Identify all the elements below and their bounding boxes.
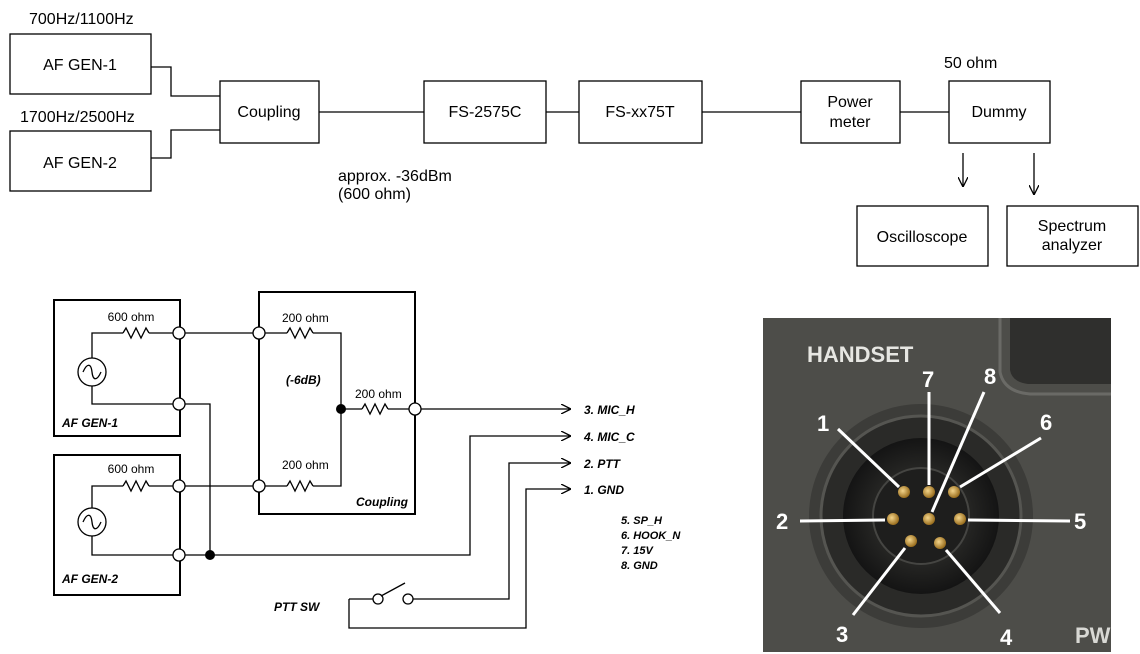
handset-connector-photo: HANDSET PW 1 2 3 4 5 6 7 8	[763, 318, 1111, 652]
pin-number-2: 2	[776, 509, 788, 534]
pin-4	[934, 537, 946, 549]
handset-label: HANDSET	[807, 342, 914, 367]
pin-7	[923, 486, 935, 498]
pin-number-1: 1	[817, 411, 829, 436]
wire-gen1-cold	[185, 404, 210, 555]
spectrum-analyzer-block	[1007, 206, 1138, 266]
ptt-switch-contact-2	[403, 594, 413, 604]
pin-note-5: 5. SP_H	[621, 515, 663, 527]
pin-1	[898, 486, 910, 498]
af-gen-1-label: AF GEN-1	[43, 57, 117, 74]
dummy-label: Dummy	[971, 104, 1026, 121]
pin-number-5: 5	[1074, 509, 1086, 534]
pin-number-7: 7	[922, 367, 934, 392]
attenuation-label: (-6dB)	[286, 373, 321, 387]
pin-note-7: 7. 15V	[621, 545, 654, 557]
wire-gen1-coupling	[151, 67, 220, 96]
pin-number-4: 4	[1000, 625, 1013, 650]
gen2-frequency: 1700Hz/2500Hz	[20, 109, 135, 126]
coupling-out-resistor-label: 200 ohm	[355, 387, 402, 401]
coupling-box-label: Coupling	[356, 495, 409, 509]
output-gnd: 1. GND	[584, 483, 624, 497]
spectrum-label-2: analyzer	[1042, 237, 1103, 254]
gen1-frequency: 700Hz/1100Hz	[29, 11, 134, 28]
oscilloscope-label: Oscilloscope	[877, 229, 968, 246]
gen1-terminal-cold	[173, 398, 185, 410]
coupling-label: Coupling	[237, 104, 300, 121]
pin-number-8: 8	[984, 364, 996, 389]
level-note-2: (600 ohm)	[338, 186, 411, 203]
pin-5	[954, 513, 966, 525]
level-note-1: approx. -36dBm	[338, 168, 452, 185]
coupling-bottom-resistor-label: 200 ohm	[282, 458, 329, 472]
pin-8	[923, 513, 935, 525]
coupling-in-2	[253, 480, 265, 492]
output-mic-h: 3. MIC_H	[584, 403, 635, 417]
gen2-resistor-label: 600 ohm	[108, 462, 155, 476]
block-diagram: 700Hz/1100Hz 1700Hz/2500Hz AF GEN-1 AF G…	[10, 11, 1138, 266]
panel-recess	[1010, 318, 1111, 384]
pin-2	[887, 513, 899, 525]
power-meter-label-1: Power	[827, 94, 873, 111]
coupling-top-resistor-label: 200 ohm	[282, 311, 329, 325]
coupling-out-terminal	[409, 403, 421, 415]
pin-number-3: 3	[836, 622, 848, 647]
gen2-terminal-hot	[173, 480, 185, 492]
output-ptt: 2. PTT	[583, 457, 622, 471]
connector-insert	[873, 468, 969, 564]
pin-number-6: 6	[1040, 410, 1052, 435]
coupling-in-1	[253, 327, 265, 339]
pin-note-6: 6. HOOK_N	[621, 530, 681, 542]
wire-gen2-coupling	[151, 130, 220, 158]
pin-note-8: 8. GND	[621, 560, 658, 572]
pw-label: PW	[1075, 623, 1111, 648]
fs-xx75t-label: FS-xx75T	[605, 104, 675, 121]
gen1-terminal-hot	[173, 327, 185, 339]
coupling-box	[259, 292, 415, 514]
gen2-label: AF GEN-2	[61, 572, 118, 586]
pin-6	[948, 486, 960, 498]
dummy-impedance: 50 ohm	[944, 55, 997, 72]
power-meter-label-2: meter	[830, 114, 872, 131]
wire-ptt	[413, 463, 571, 599]
output-mic-c: 4. MIC_C	[583, 430, 635, 444]
ptt-switch-label: PTT SW	[274, 600, 321, 614]
ptt-switch-lever	[381, 583, 405, 596]
af-gen-2-label: AF GEN-2	[43, 155, 117, 172]
gen1-resistor-label: 600 ohm	[108, 310, 155, 324]
schematic: 600 ohm AF GEN-1 600 ohm AF GEN-2 200 oh…	[54, 292, 681, 628]
power-meter-block	[801, 81, 900, 143]
spectrum-label-1: Spectrum	[1038, 218, 1106, 235]
pin-3	[905, 535, 917, 547]
fs-2575c-label: FS-2575C	[449, 104, 522, 121]
gen2-terminal-cold	[173, 549, 185, 561]
gen1-label: AF GEN-1	[61, 416, 118, 430]
